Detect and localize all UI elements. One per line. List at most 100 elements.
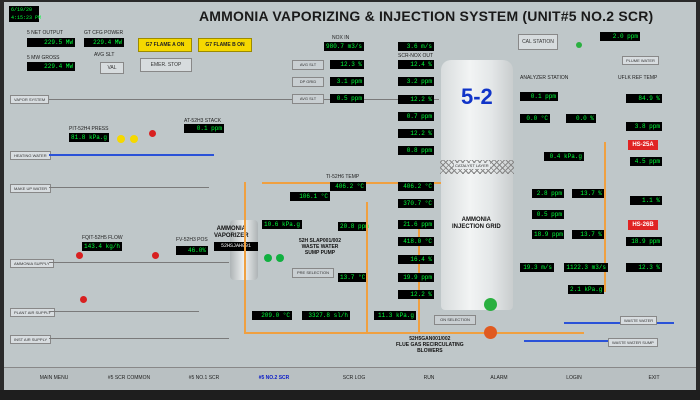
valve-icon[interactable]	[576, 42, 582, 48]
makeup-water-line	[49, 187, 209, 188]
waste-water-tag[interactable]: WASTE WATER	[620, 316, 658, 325]
nav-scr-common[interactable]: #5 SCR COMMON	[107, 375, 151, 381]
valve-icon[interactable]	[149, 130, 156, 137]
scr-reactor[interactable]	[441, 60, 513, 310]
catalyst-label: CATALYST LAYER	[454, 163, 490, 169]
pre-selection-button[interactable]: PRE SELECTION	[292, 268, 334, 278]
pump-icon[interactable]	[264, 254, 272, 262]
alarm-tag-hs25a[interactable]: HS-25A	[628, 140, 658, 150]
far-right-value: 12.3 %	[626, 263, 662, 272]
right-value: 84.9 %	[626, 94, 662, 103]
center-temp-value: 406.2 °C	[330, 182, 366, 191]
nav-run[interactable]: RUN	[423, 375, 435, 381]
center-value: 0.5 ppm	[330, 94, 364, 103]
pump-icon[interactable]	[276, 254, 284, 262]
dp-grid-button[interactable]: DP GRID	[292, 77, 324, 87]
uflk-header: UFLK REF TEMP	[618, 75, 658, 81]
waste-water-sump-tag[interactable]: WASTE WATER SUMP	[608, 338, 658, 347]
status-indicator	[117, 135, 125, 143]
avg-slt-label: AVG SLT	[94, 52, 115, 58]
nav-no2-scr[interactable]: #5 NO.2 SCR	[258, 375, 290, 381]
nav-bar	[4, 367, 696, 390]
center-value: 370.7 °C	[398, 199, 434, 208]
vaporizer-temp2: 13.7 °C	[338, 273, 366, 282]
gross-mw-label: 5 MW GROSS	[27, 55, 60, 61]
nh3-pipe	[604, 142, 606, 292]
makeup-water-tag[interactable]: MAKE UP WATER	[10, 184, 52, 193]
valve-icon[interactable]	[80, 296, 87, 303]
ammonia-supply-tag[interactable]: AMMONIA SUPPLY	[10, 259, 54, 268]
val-button[interactable]: VAL	[100, 62, 124, 74]
nav-login[interactable]: LOGIN	[566, 375, 582, 381]
emer-stop-button[interactable]: EMER. STOP	[140, 58, 192, 72]
far-right-value: 4.5 ppm	[630, 157, 662, 166]
injection-grid-label: AMMONIA INJECTION GRID	[452, 217, 501, 230]
center-temp-label: TI-52H6 TEMP	[326, 174, 360, 180]
pressure-value: 81.8 kPa.g	[69, 133, 109, 142]
time-display: 4:15:23 PM	[9, 14, 42, 22]
blower-icon[interactable]	[484, 298, 497, 311]
center-value: 0.7 ppm	[398, 112, 434, 121]
hmi-screen: 6/19/20 4:15:23 PM AMMONIA VAPORIZING & …	[4, 2, 696, 390]
nav-exit[interactable]: EXIT	[648, 375, 660, 381]
vaporizer-temp: 106.1 °C	[290, 192, 330, 201]
nav-alarm[interactable]: ALARM	[490, 375, 508, 381]
avg-slt-button[interactable]: AVG SLT	[292, 60, 324, 70]
right-value: 2.1 kPa.g	[568, 285, 604, 294]
center-value: 406.2 °C	[398, 182, 434, 191]
center-value: 12.2 %	[398, 290, 434, 299]
water-pipe	[564, 322, 674, 324]
blower-press: 11.3 kPa.g	[374, 311, 416, 320]
heating-water-line	[49, 154, 214, 156]
net-output-label: 5 NET OUTPUT	[27, 30, 64, 36]
inst-air-line	[49, 338, 229, 339]
avg-slt-button[interactable]: AVG SLT	[292, 94, 324, 104]
pressure-label: PIT-52H4 PRESS	[69, 126, 109, 132]
vapor-system-tag[interactable]: VAPOR SYSTEM	[10, 95, 50, 104]
nav-main-menu[interactable]: MAIN MENU	[39, 375, 69, 381]
right-value: 2.8 ppm	[532, 189, 564, 198]
ammonia-supply-line	[49, 262, 229, 263]
pos-label: FV-52H3 POS	[176, 237, 208, 243]
right-value: 0.4 kPa.g	[544, 152, 584, 161]
inst-air-tag[interactable]: INST AIR SUPPLY	[10, 335, 52, 344]
flame-a-button[interactable]: G7 FLAME A ON	[138, 38, 192, 52]
alarm-tag-hs26b[interactable]: HS-26B	[628, 220, 658, 230]
nav-no1-scr[interactable]: #5 NO.1 SCR	[188, 375, 220, 381]
cal-station-button[interactable]: CAL STATION	[518, 34, 558, 50]
blower-icon[interactable]	[484, 326, 497, 339]
on-selection-button[interactable]: ON SELECTION	[434, 315, 476, 325]
right-value: 18.9 ppm	[532, 230, 564, 239]
center-value: 16.4 %	[398, 255, 434, 264]
blower-temp: 209.0 °C	[252, 311, 292, 320]
flow-value: 143.4 kg/h	[82, 242, 122, 251]
page-title: AMMONIA VAPORIZING & INJECTION SYSTEM (U…	[199, 8, 654, 24]
cfg-power-value: 229.4 MW	[84, 38, 124, 47]
center-label: SCR-NOX OUT	[398, 53, 433, 59]
air-flow: 3327.8 sl/h	[302, 311, 350, 320]
valve-icon[interactable]	[76, 252, 83, 259]
right-top-ppm: 2.0 ppm	[600, 32, 640, 41]
right-value: 1122.3 m3/s	[564, 263, 608, 272]
center-value: 19.9 ppm	[398, 273, 434, 282]
center-label: NOX IN	[332, 35, 350, 41]
heating-water-tag[interactable]: HEATING WATER	[10, 151, 51, 160]
valve-icon[interactable]	[152, 252, 159, 259]
right-value: 13.7 %	[572, 230, 604, 239]
right-value: 19.3 m/s	[520, 263, 554, 272]
vaporizer-ppm: 20.8 ppm	[338, 222, 369, 231]
nav-scr-log[interactable]: SCR LOG	[342, 375, 366, 381]
plume-water-tag[interactable]: PLUME WATER	[622, 56, 659, 65]
vaporizer-press: 10.6 kPa.g	[262, 220, 302, 229]
center-value: 3.6 m/s	[398, 42, 434, 51]
center-value: 418.0 °C	[398, 237, 434, 246]
center-value: 12.3 %	[330, 60, 364, 69]
center-value: 0.8 ppm	[398, 146, 434, 155]
flame-b-button[interactable]: G7 FLAME B ON	[198, 38, 252, 52]
far-right-value: 18.9 ppm	[626, 237, 662, 246]
right-value: 13.7 %	[572, 189, 604, 198]
right-value: 0.5 ppm	[532, 210, 564, 219]
analyzer-header: ANALYZER STATION	[520, 75, 569, 81]
plant-air-tag[interactable]: PLANT AIR SUPPLY	[10, 308, 55, 317]
right-value: 0.0 %	[566, 114, 596, 123]
